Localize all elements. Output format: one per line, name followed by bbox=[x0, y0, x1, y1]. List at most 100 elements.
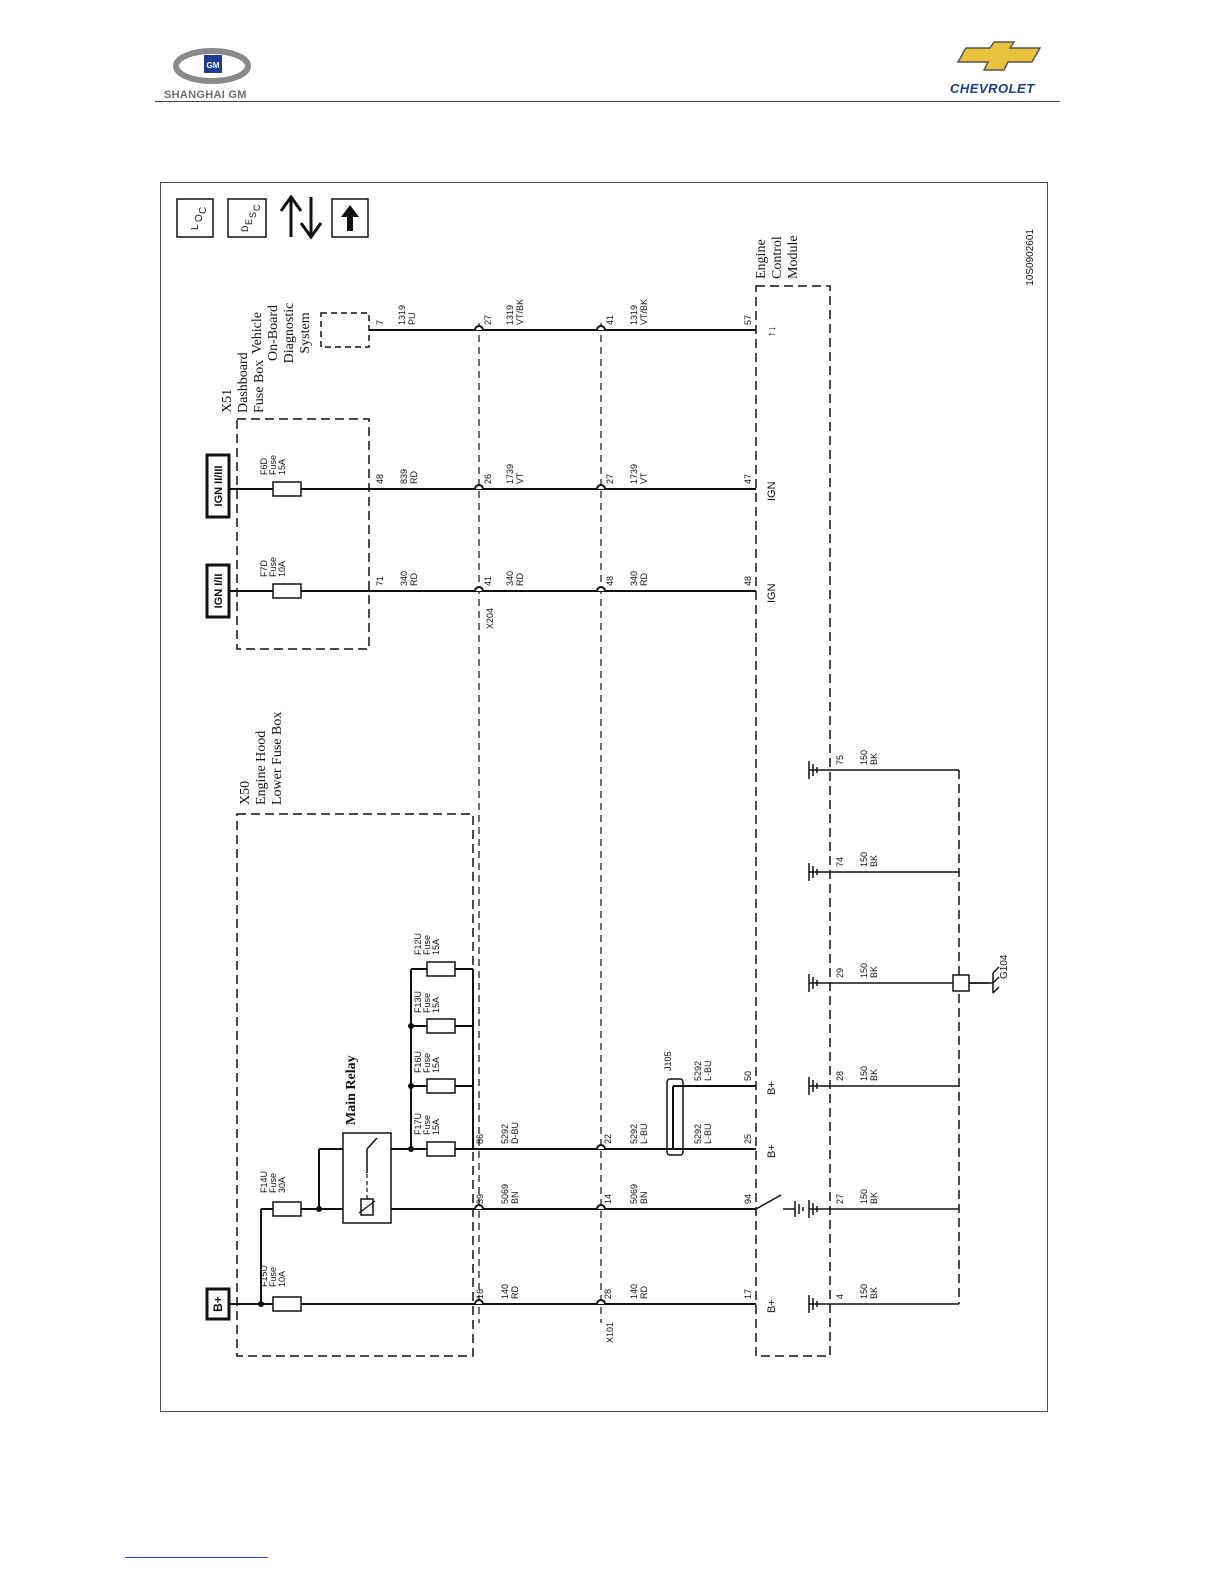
x51-title-line3: Fuse Box bbox=[252, 360, 267, 413]
ign1-label: IGN I/II bbox=[213, 574, 225, 609]
wire-340b-circuit: 340 bbox=[505, 571, 515, 586]
wire-1739a-color: VT bbox=[515, 472, 525, 484]
chevrolet-text: CHEVROLET bbox=[950, 81, 1035, 96]
f17u-rating: 15A bbox=[431, 1119, 441, 1135]
x50-title-line1: X50 bbox=[238, 781, 253, 805]
engine-control-module-box bbox=[755, 285, 831, 1357]
wire-340c-color: RD bbox=[639, 573, 649, 586]
wire-5292c-color: L-BU bbox=[703, 1123, 713, 1144]
ground-wire-4-color: BK bbox=[869, 966, 879, 978]
desc-letter-e: E bbox=[244, 219, 254, 225]
pin-x50-16: 16 bbox=[475, 1289, 485, 1299]
wire-839-circuit: 839 bbox=[399, 469, 409, 484]
f13u-rating: 15A bbox=[431, 997, 441, 1013]
ground-wire-6-circuit: 150 bbox=[859, 750, 869, 765]
ecm-title: Engine Control Module bbox=[754, 235, 801, 279]
ecm-title-line1: Engine bbox=[754, 239, 769, 279]
wire-5292c-circuit: 5292 bbox=[693, 1124, 703, 1144]
ground-wire-1-circuit: 150 bbox=[859, 1284, 869, 1299]
j105-label: J105 bbox=[663, 1051, 673, 1071]
x51-title-line1: X51 bbox=[220, 389, 235, 413]
pin-x101-22: 22 bbox=[603, 1134, 613, 1144]
pin-ecm-29: 29 bbox=[835, 968, 845, 978]
ground-wire-3-circuit: 150 bbox=[859, 1066, 869, 1081]
fuse-f14u bbox=[272, 1201, 302, 1217]
schematic-reference-icon bbox=[279, 194, 323, 240]
desc-letter-s: S bbox=[248, 212, 258, 218]
pin-ecm-94: 94 bbox=[743, 1194, 753, 1204]
pin-ecm-74: 74 bbox=[835, 857, 845, 867]
f12u-rating: 15A bbox=[431, 939, 441, 955]
fuse-f15u bbox=[272, 1296, 302, 1312]
ground-wire-5-color: BK bbox=[869, 855, 879, 867]
main-relay-title: Main Relay bbox=[344, 1055, 359, 1125]
up-arrow-icon bbox=[331, 198, 369, 238]
ecm-ign-47: IGN bbox=[766, 481, 778, 501]
x51-title-line2: Dashboard bbox=[236, 352, 251, 413]
diagram-id: 10S0902601 bbox=[1025, 229, 1036, 286]
wire-1739b-circuit: 1739 bbox=[629, 464, 639, 484]
wire-1739a-circuit: 1739 bbox=[505, 464, 515, 484]
f14u-rating: 30A bbox=[277, 1177, 287, 1193]
wire-1319c-color: VT/BK bbox=[639, 299, 649, 325]
wire-5069a-color: BN bbox=[510, 1191, 520, 1204]
loc-letter-l: L bbox=[190, 224, 201, 230]
wire-340b-color: RD bbox=[515, 573, 525, 586]
f17u-word: Fuse bbox=[422, 1115, 432, 1135]
relay-switch-icon bbox=[366, 1137, 378, 1150]
f6d-name: F6D bbox=[259, 457, 269, 475]
obd-title-line2: On-Board bbox=[266, 305, 281, 361]
wire-5069b-circuit: 5069 bbox=[629, 1184, 639, 1204]
ign2-label: IGN II/III bbox=[213, 466, 225, 507]
ground-wire-4-circuit: 150 bbox=[859, 963, 869, 978]
desc-letter-d: D bbox=[240, 225, 250, 232]
wire-5292d-color: L-BU bbox=[703, 1060, 713, 1081]
main-relay bbox=[342, 1132, 392, 1224]
x51-dashboard-fuse-box bbox=[236, 418, 370, 650]
junction-dots bbox=[258, 1023, 414, 1307]
f14u-name: F14U bbox=[259, 1171, 269, 1193]
wire-140b-color: RD bbox=[639, 1286, 649, 1299]
pin-numbers: 16 39 86 28 14 22 71 48 7 41 26 27 48 27… bbox=[375, 315, 845, 1299]
x50-title-line3: Lower Fuse Box bbox=[270, 712, 285, 805]
pin-x51-48: 48 bbox=[375, 474, 385, 484]
gm-emblem-text: GM bbox=[207, 61, 220, 70]
pin-ecm-50: 50 bbox=[743, 1071, 753, 1081]
f16u-word: Fuse bbox=[422, 1053, 432, 1073]
chevrolet-bowtie-icon bbox=[956, 41, 1042, 71]
fuse-f7d bbox=[272, 583, 302, 599]
loc-letter-c: C bbox=[198, 207, 209, 214]
obd-connector-box bbox=[320, 312, 370, 348]
wire-5292d-circuit: 5292 bbox=[693, 1061, 703, 1081]
obd-title-line4: System bbox=[298, 312, 313, 353]
ign2-source: IGN II/III bbox=[205, 453, 231, 519]
fuse-f13u bbox=[426, 1018, 456, 1034]
header-rule bbox=[155, 101, 1060, 102]
pin-x101-14: 14 bbox=[603, 1194, 613, 1204]
ground-wire-6-color: BK bbox=[869, 753, 879, 765]
pin-x204-27: 27 bbox=[483, 315, 493, 325]
pin-ecm-25: 25 bbox=[743, 1134, 753, 1144]
ground-wire-2-color: BK bbox=[869, 1192, 879, 1204]
g104-label: G104 bbox=[999, 954, 1010, 979]
ign1-source: IGN I/II bbox=[205, 563, 231, 619]
wire-340c-circuit: 340 bbox=[629, 571, 639, 586]
wiring-diagram: L O C D E S C 10S0902601 X50 Engine Hood… bbox=[176, 194, 1036, 1357]
bplus-label: B+ bbox=[211, 1296, 225, 1312]
f16u-name: F16U bbox=[413, 1051, 423, 1073]
wire-1319b-circuit: 1319 bbox=[505, 305, 515, 325]
f15u-word: Fuse bbox=[268, 1267, 278, 1287]
wire-839-color: RD bbox=[409, 471, 419, 484]
ecm-bplus-25: B+ bbox=[766, 1144, 778, 1158]
wire-5292b-circuit: 5292 bbox=[629, 1124, 639, 1144]
wire-140a-circuit: 140 bbox=[500, 1284, 510, 1299]
x204-label: X204 bbox=[485, 608, 495, 629]
pin-x51-71: 71 bbox=[375, 576, 385, 586]
ground-wire-2-circuit: 150 bbox=[859, 1189, 869, 1204]
shanghai-gm-logo: GM SHANGHAI GM bbox=[160, 44, 280, 102]
obd-title-line1: Vehicle bbox=[250, 312, 265, 354]
wire-5292a-circuit: 5292 bbox=[500, 1124, 510, 1144]
f7d-word: Fuse bbox=[268, 557, 278, 577]
f6d-word: Fuse bbox=[268, 455, 278, 475]
